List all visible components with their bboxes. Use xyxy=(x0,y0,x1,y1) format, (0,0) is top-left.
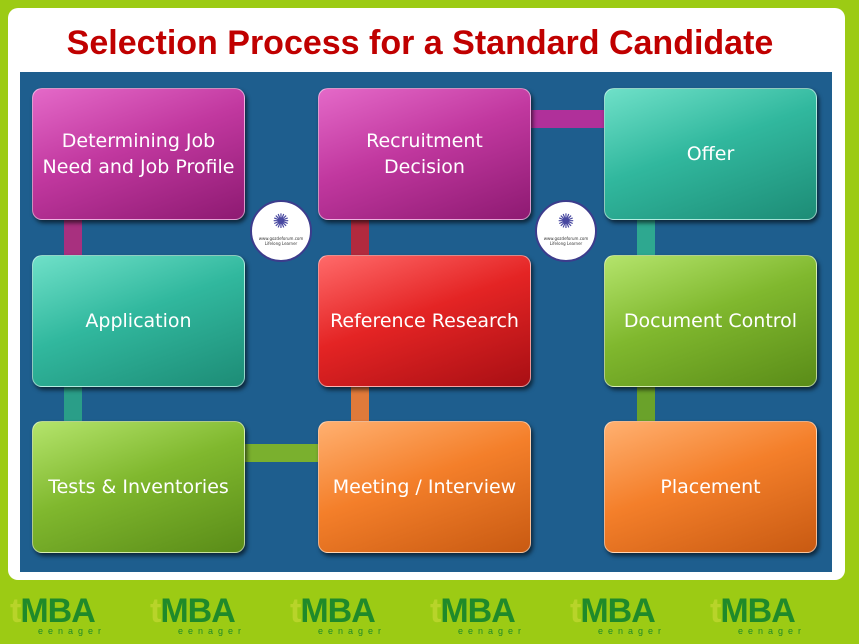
step-placement: Placement xyxy=(604,421,817,553)
tree-icon: ✺ xyxy=(272,209,290,233)
slide-title: Selection Process for a Standard Candida… xyxy=(66,24,774,62)
connector xyxy=(530,110,610,128)
diagram-area: Determining Job Need and Job Profile Rec… xyxy=(20,72,832,572)
connector xyxy=(351,218,369,258)
step-determining-job-need: Determining Job Need and Job Profile xyxy=(32,88,245,220)
step-meeting-interview: Meeting / Interview xyxy=(318,421,531,553)
step-application: Application xyxy=(32,255,245,387)
connector xyxy=(351,385,369,425)
connector xyxy=(244,444,324,462)
tree-icon: ✺ xyxy=(557,209,575,233)
connector xyxy=(637,385,655,425)
connector xyxy=(64,218,82,258)
connector xyxy=(64,385,82,425)
step-reference-research: Reference Research xyxy=(318,255,531,387)
step-document-control: Document Control xyxy=(604,255,817,387)
step-offer: Offer xyxy=(604,88,817,220)
step-recruitment-decision: Recruitment Decision xyxy=(318,88,531,220)
connector xyxy=(637,218,655,258)
step-tests-inventories: Tests & Inventories xyxy=(32,421,245,553)
